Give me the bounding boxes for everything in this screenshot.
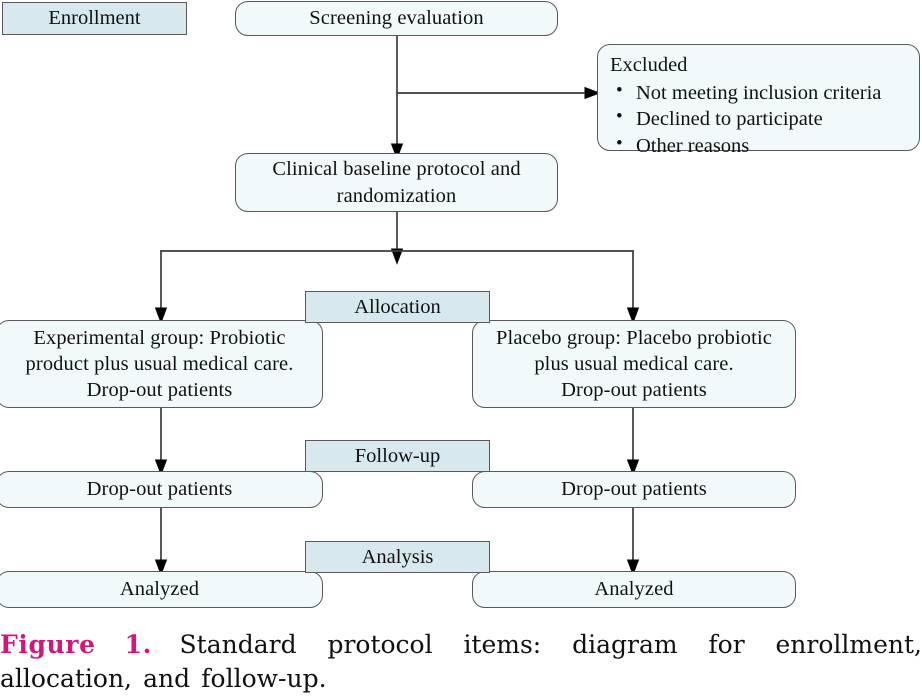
phase-chip-analysis: Analysis — [305, 541, 490, 573]
node-placebo-group-line2: plus usual medical care. — [534, 352, 734, 375]
node-placebo-group: Placebo group: Placebo probiotic plus us… — [472, 320, 796, 408]
phase-chip-followup: Follow-up — [305, 440, 490, 472]
node-clinical-baseline: Clinical baseline protocol and randomiza… — [235, 153, 558, 212]
node-followup-right: Drop-out patients — [472, 471, 796, 508]
node-placebo-group-line3: Drop-out patients — [561, 379, 707, 402]
node-followup-right-label: Drop-out patients — [561, 478, 707, 501]
list-item: Declined to participate — [616, 105, 909, 133]
node-placebo-group-line1: Placebo group: Placebo probiotic — [496, 326, 772, 349]
node-analysis-right-label: Analyzed — [594, 578, 674, 601]
phase-chip-enrollment-label: Enrollment — [48, 7, 141, 29]
node-screening-evaluation: Screening evaluation — [235, 1, 558, 36]
list-item: Other reasons — [616, 132, 909, 160]
node-analysis-left: Analyzed — [0, 571, 323, 608]
phase-chip-allocation: Allocation — [305, 291, 490, 323]
node-experimental-group-line3: Drop-out patients — [86, 379, 233, 402]
node-experimental-group: Experimental group: Probiotic product pl… — [0, 320, 323, 408]
node-analysis-right: Analyzed — [472, 571, 796, 608]
phase-chip-analysis-label: Analysis — [361, 545, 434, 568]
node-excluded-list: Not meeting inclusion criteria Declined … — [610, 79, 909, 160]
phase-chip-enrollment: Enrollment — [2, 2, 187, 35]
node-experimental-group-line2: product plus usual medical care. — [25, 352, 294, 375]
phase-chip-allocation-label: Allocation — [354, 295, 441, 318]
node-analysis-left-label: Analyzed — [119, 578, 200, 601]
node-clinical-baseline-line2: randomization — [336, 184, 457, 207]
list-item: Not meeting inclusion criteria — [616, 79, 909, 107]
figure-caption-text: Standard protocol items: diagram for enr… — [0, 630, 922, 693]
node-followup-left: Drop-out patients — [0, 471, 323, 508]
figure-number-label: Figure 1. — [0, 630, 152, 659]
node-excluded: Excluded Not meeting inclusion criteria … — [597, 44, 920, 157]
node-experimental-group-line1: Experimental group: Probiotic — [33, 326, 286, 349]
study-flow-diagram: Enrollment Screening evaluation Excluded… — [0, 0, 922, 615]
figure-caption: Figure 1. Standard protocol items: diagr… — [0, 628, 922, 695]
node-excluded-heading: Excluded — [610, 54, 688, 76]
node-screening-evaluation-label: Screening evaluation — [309, 7, 484, 30]
node-followup-left-label: Drop-out patients — [86, 478, 233, 501]
phase-chip-followup-label: Follow-up — [354, 444, 441, 467]
node-clinical-baseline-line1: Clinical baseline protocol and — [272, 158, 521, 181]
